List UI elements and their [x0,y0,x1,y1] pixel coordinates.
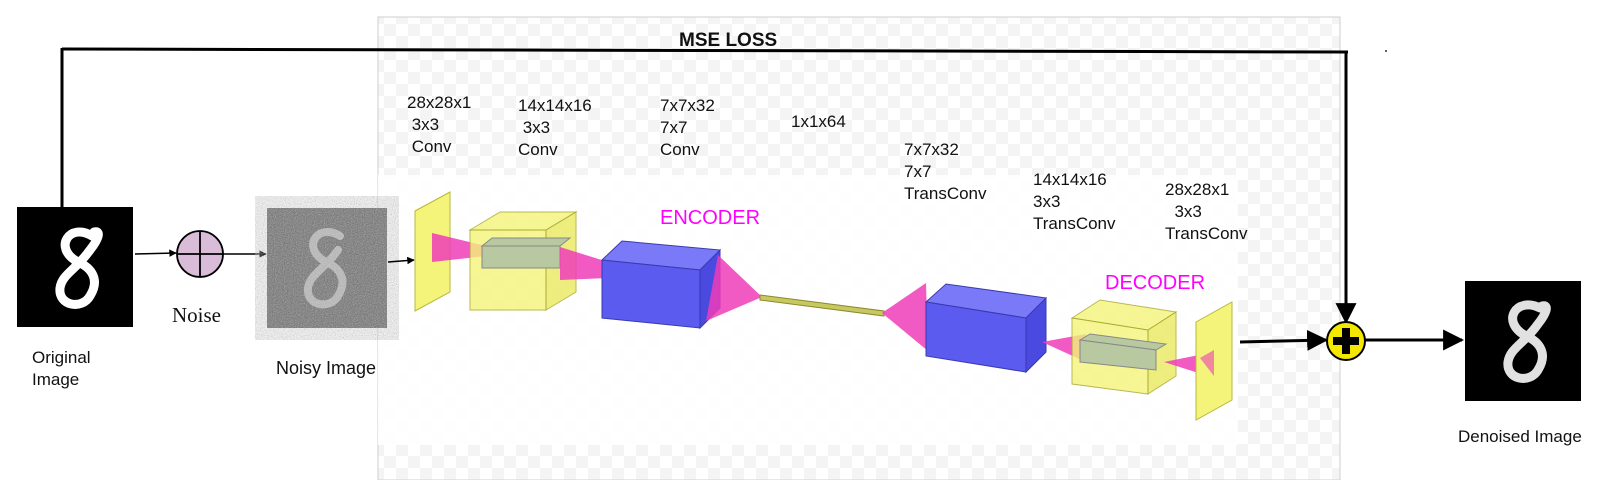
encoder-blue-block [600,240,722,330]
sum-plus-icon [1326,321,1366,361]
encoder-cone-2 [560,247,608,280]
noisy-image-label: Noisy Image [276,358,377,378]
decoder-yellow-block [1070,299,1178,395]
layer-label-enc3: 7x7x32 7x7 Conv [660,96,715,159]
decoder-output-plane [1195,301,1233,421]
layer-label-enc2: 14x14x16 3x3 Conv [518,96,592,159]
layer-label-enc1: 28x28x1 3x3 Conv [407,93,472,156]
layer-label-latent: 1x1x64 [791,112,846,131]
latent-bar [759,294,885,317]
encoder-label: ENCODER [660,207,761,229]
noise-label: Noise [172,303,221,327]
layer-label-dec1: 7x7x32 7x7 TransConv [904,140,987,203]
decoder-label: DECODER [1105,272,1206,294]
denoised-image-label: Denoised Image [1458,427,1582,446]
original-image [17,207,135,327]
mse-loss-title: MSE LOSS [679,30,778,51]
noisy-image [267,208,387,328]
original-image-label: Original Image [32,348,91,389]
circle-plus-icon [176,230,224,278]
encoder-yellow-block [468,211,578,311]
decoder-cone-1 [882,283,928,351]
layer-label-dec2: 14x14x16 3x3 TransConv [1033,170,1116,233]
layer-label-dec3: 28x28x1 3x3 TransConv [1165,180,1248,243]
encoder-cone-3 [706,255,762,321]
denoised-image [1465,281,1581,401]
decoder-blue-block [924,283,1048,374]
mse-loss-line [60,47,1387,325]
